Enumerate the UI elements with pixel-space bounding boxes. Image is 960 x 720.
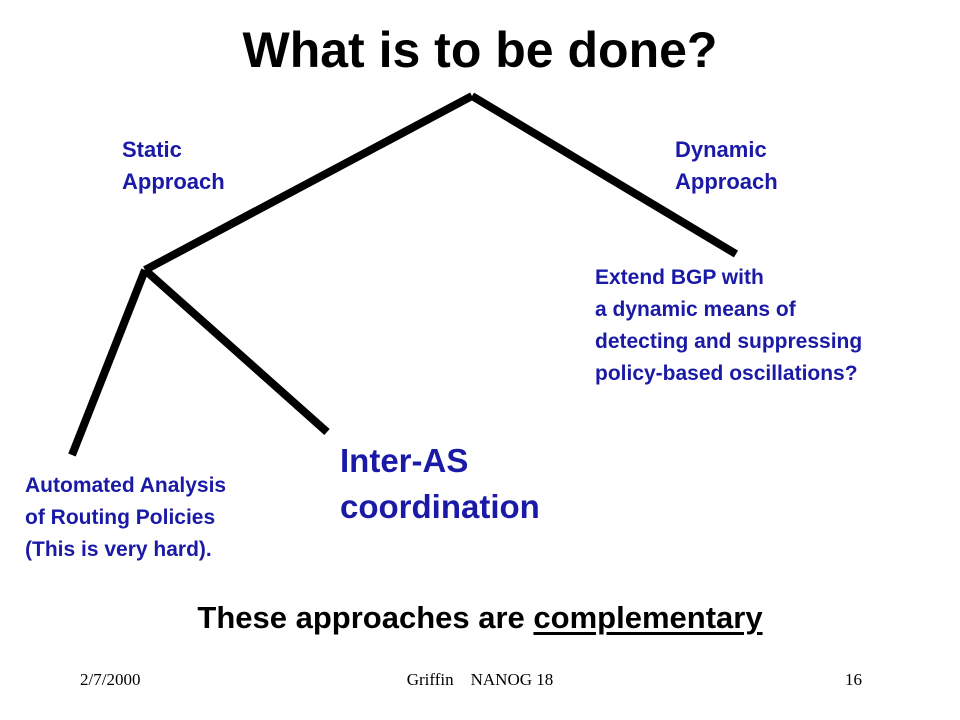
footer-date: 2/7/2000 [80, 670, 141, 689]
branch-root-to-dynamic [469, 92, 739, 258]
footer-author-event: Griffin NANOG 18 [406, 670, 554, 689]
leaf-inter-as-coordination: Inter-AS coordination [340, 442, 540, 525]
branch-root-to-static [143, 92, 474, 274]
leaf-automated-analysis: Automated Analysis of Routing Policies (… [25, 474, 227, 561]
branch-static-to-coordination [142, 267, 330, 435]
dynamic-approach-description: Extend BGP with a dynamic means of detec… [595, 266, 863, 385]
slide-title: What is to be done? [242, 22, 718, 78]
footer-page-number: 16 [845, 670, 862, 689]
summary-statement: These approaches are complementary [0, 600, 960, 636]
summary-prefix: These approaches are [197, 600, 534, 635]
branch-static-to-analysis [68, 268, 149, 457]
static-approach-label: Static Approach [122, 137, 225, 194]
dynamic-approach-label: Dynamic Approach [675, 137, 778, 194]
summary-emphasis: complementary [533, 600, 763, 635]
